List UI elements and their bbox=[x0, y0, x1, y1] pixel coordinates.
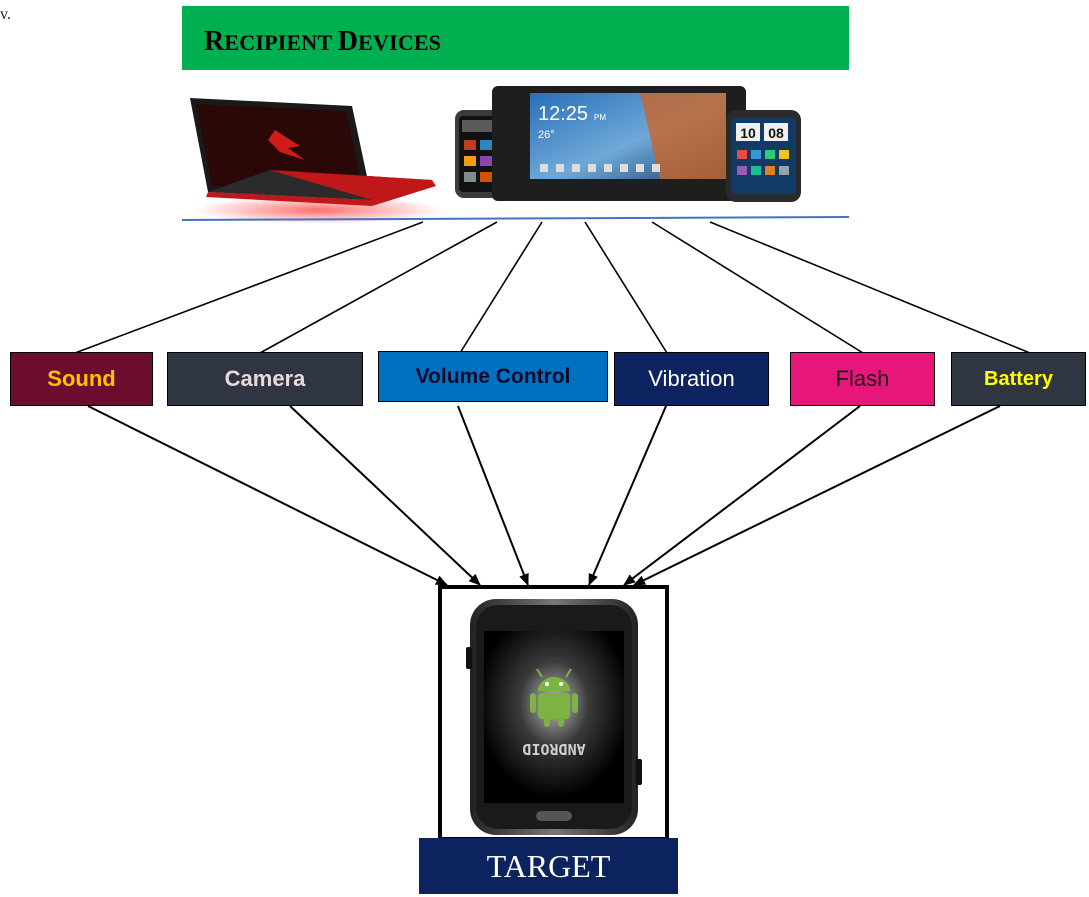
svg-text:PM: PM bbox=[594, 113, 606, 122]
svg-text:26°: 26° bbox=[538, 129, 555, 141]
arrow-volume-to-target bbox=[457, 405, 529, 586]
tablet-clock: 12:25 bbox=[538, 103, 588, 125]
feature-to-target-arrows bbox=[87, 405, 1001, 586]
connector-line bbox=[709, 221, 1031, 354]
connector-line bbox=[259, 221, 498, 354]
device-to-feature-lines bbox=[74, 221, 1031, 354]
arrow-camera-to-target bbox=[289, 405, 481, 586]
feature-volume-control: Volume Control bbox=[378, 351, 608, 402]
feature-sound: Sound bbox=[10, 352, 153, 406]
phone-clock-minutes: 08 bbox=[768, 125, 784, 141]
laptop-icon bbox=[190, 98, 443, 224]
android-logo-icon bbox=[530, 668, 578, 727]
target-label: TARGET bbox=[419, 838, 678, 894]
android-wordmark: ANDROID bbox=[522, 740, 585, 758]
connector-line bbox=[584, 221, 668, 354]
feature-vibration: Vibration bbox=[614, 352, 769, 406]
connector-line bbox=[74, 221, 424, 354]
recipient-devices-banner: RECIPIENT DEVICES bbox=[182, 6, 849, 70]
devices-divider bbox=[181, 216, 850, 221]
target-frame: ANDROID bbox=[438, 585, 669, 841]
arrow-battery-to-target bbox=[633, 405, 1001, 586]
stray-text: v. bbox=[0, 6, 11, 23]
banner-title: RECIPIENT DEVICES bbox=[204, 26, 442, 57]
arrow-sound-to-target bbox=[87, 405, 448, 586]
phone-clock-hours: 10 bbox=[740, 125, 756, 141]
android-phone-icon: ANDROID bbox=[466, 599, 642, 835]
feature-flash: Flash bbox=[790, 352, 935, 406]
connector-line bbox=[651, 221, 864, 354]
tablet-icon: 12:25 PM 26° bbox=[492, 86, 746, 201]
smartphone-icon: 10 08 bbox=[726, 110, 801, 202]
feature-battery: Battery bbox=[951, 352, 1086, 406]
arrow-vibration-to-target bbox=[588, 405, 667, 586]
feature-camera: Camera bbox=[167, 352, 363, 406]
arrow-flash-to-target bbox=[623, 405, 861, 586]
connector-line bbox=[459, 221, 543, 354]
